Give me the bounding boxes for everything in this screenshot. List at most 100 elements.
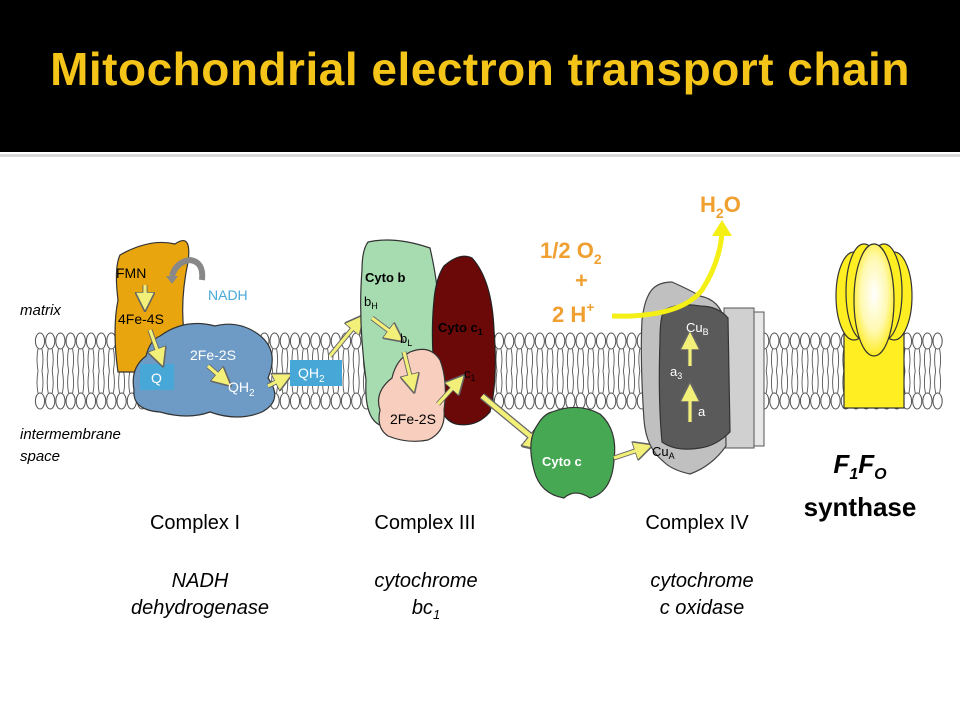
lipid-head-top (514, 332, 525, 372)
title-bar (0, 0, 960, 152)
lipid-head-top (279, 332, 290, 372)
lipid-head-top (799, 332, 811, 372)
lipid-head-bottom (820, 370, 831, 410)
label-f1fo-synthase: F1FO synthase (803, 449, 917, 523)
label-cub: CuB (686, 320, 709, 337)
lipid-head-bottom (524, 370, 535, 410)
lipid-head-bottom (340, 370, 352, 410)
label-bl: bL (400, 331, 412, 348)
lipid-head-bottom (351, 370, 362, 410)
f1fo-synthase (835, 243, 913, 409)
lipid-head-top (85, 332, 97, 372)
lipid-head-top (606, 332, 617, 372)
lipid-head-top (810, 332, 821, 372)
lipid-head-bottom (75, 370, 86, 410)
lipid-head-top (534, 332, 545, 372)
lipid-head-top (555, 332, 566, 372)
slide-title: Mitochondrial electron transport chain (50, 43, 910, 95)
label-nadh: NADH (208, 287, 248, 303)
lipid-head-top (55, 332, 66, 372)
label-fmn: FMN (116, 265, 146, 281)
label-2fe2s-iii: 2Fe-2S (390, 411, 436, 427)
label-plus: + (575, 268, 588, 293)
lipid-head-top (575, 332, 586, 372)
lipid-head-bottom (65, 370, 76, 410)
lipid-head-top (504, 332, 515, 372)
lipid-head-top (779, 332, 790, 372)
lipid-head-top (585, 332, 596, 372)
lipid-head-top (96, 332, 107, 372)
label-qh2-i: QH2 (228, 379, 255, 399)
lipid-head-bottom (565, 370, 576, 410)
lipid-head-bottom (106, 370, 117, 410)
desc-complex-iii: cytochrome bc1 (374, 570, 478, 622)
lipid-head-bottom (789, 370, 800, 410)
caption-complex-iii: Complex III (374, 512, 476, 534)
lipid-head-top (45, 332, 56, 372)
lipid-head-top (769, 332, 780, 372)
mobile-qh2-box (290, 360, 342, 386)
lipid-head-bottom (616, 370, 627, 410)
label-cua: CuA (652, 444, 675, 461)
lipid-head-bottom (55, 370, 66, 410)
lipid-head-top (75, 332, 86, 372)
cyto-c (530, 406, 616, 499)
lipid-head-bottom (769, 370, 780, 410)
complex-iv (640, 281, 765, 475)
region-intermembrane: intermembrane space (20, 426, 121, 465)
complex-iii (360, 239, 496, 442)
label-2h: 2 H+ (552, 299, 594, 327)
desc-complex-iv: cytochrome c oxidase (650, 570, 754, 619)
lipid-head-bottom (799, 370, 811, 410)
label-q: Q (151, 370, 162, 386)
lipid-head-bottom (626, 370, 637, 410)
lipid-head-bottom (504, 370, 515, 410)
lipid-head-bottom (932, 370, 943, 410)
lipid-head-bottom (544, 370, 556, 410)
lipid-head-bottom (85, 370, 97, 410)
lipid-head-top (830, 332, 841, 372)
label-cyto-c1: Cyto c1 (438, 320, 483, 337)
lipid-head-top (626, 332, 637, 372)
lipid-head-top (820, 332, 831, 372)
lipid-head-top (595, 332, 607, 372)
label-cyto-b: Cyto b (365, 270, 406, 285)
caption-complex-i: Complex I (149, 512, 241, 534)
lipid-head-bottom (45, 370, 56, 410)
label-a3: a3 (670, 364, 682, 381)
lipid-head-bottom (116, 370, 127, 410)
label-cyto-c: Cyto c (542, 454, 582, 469)
lipid-head-top (351, 332, 362, 372)
label-c1: c1 (464, 366, 476, 383)
lipid-head-bottom (96, 370, 107, 410)
lipid-head-bottom (575, 370, 586, 410)
lipid-head-bottom (606, 370, 617, 410)
lipid-head-bottom (585, 370, 596, 410)
lipid-head-bottom (810, 370, 821, 410)
lipid-head-bottom (555, 370, 566, 410)
label-mobile-qh2: QH2 (298, 365, 325, 385)
lipid-head-bottom (922, 370, 933, 410)
lipid-head-top (565, 332, 576, 372)
lipid-head-bottom (779, 370, 790, 410)
label-a: a (698, 404, 706, 419)
lipid-head-top (65, 332, 76, 372)
label-bh: bH (364, 294, 378, 311)
lipid-head-bottom (830, 370, 841, 410)
label-half-o2: 1/2 O2 (540, 238, 602, 267)
desc-complex-i: NADH dehydrogenase (131, 570, 269, 619)
lipid-head-top (34, 332, 46, 372)
lipid-head-bottom (34, 370, 46, 410)
lipid-head-top (912, 332, 923, 372)
lipid-head-bottom (534, 370, 545, 410)
lipid-head-top (932, 332, 943, 372)
lipid-head-bottom (595, 370, 607, 410)
lipid-head-top (922, 332, 933, 372)
label-h2o: H2O (700, 192, 741, 221)
lipid-head-bottom (912, 370, 923, 410)
region-matrix: matrix (20, 302, 61, 319)
lipid-head-top (544, 332, 556, 372)
caption-complex-iv: Complex IV (645, 512, 749, 534)
lipid-head-bottom (514, 370, 525, 410)
